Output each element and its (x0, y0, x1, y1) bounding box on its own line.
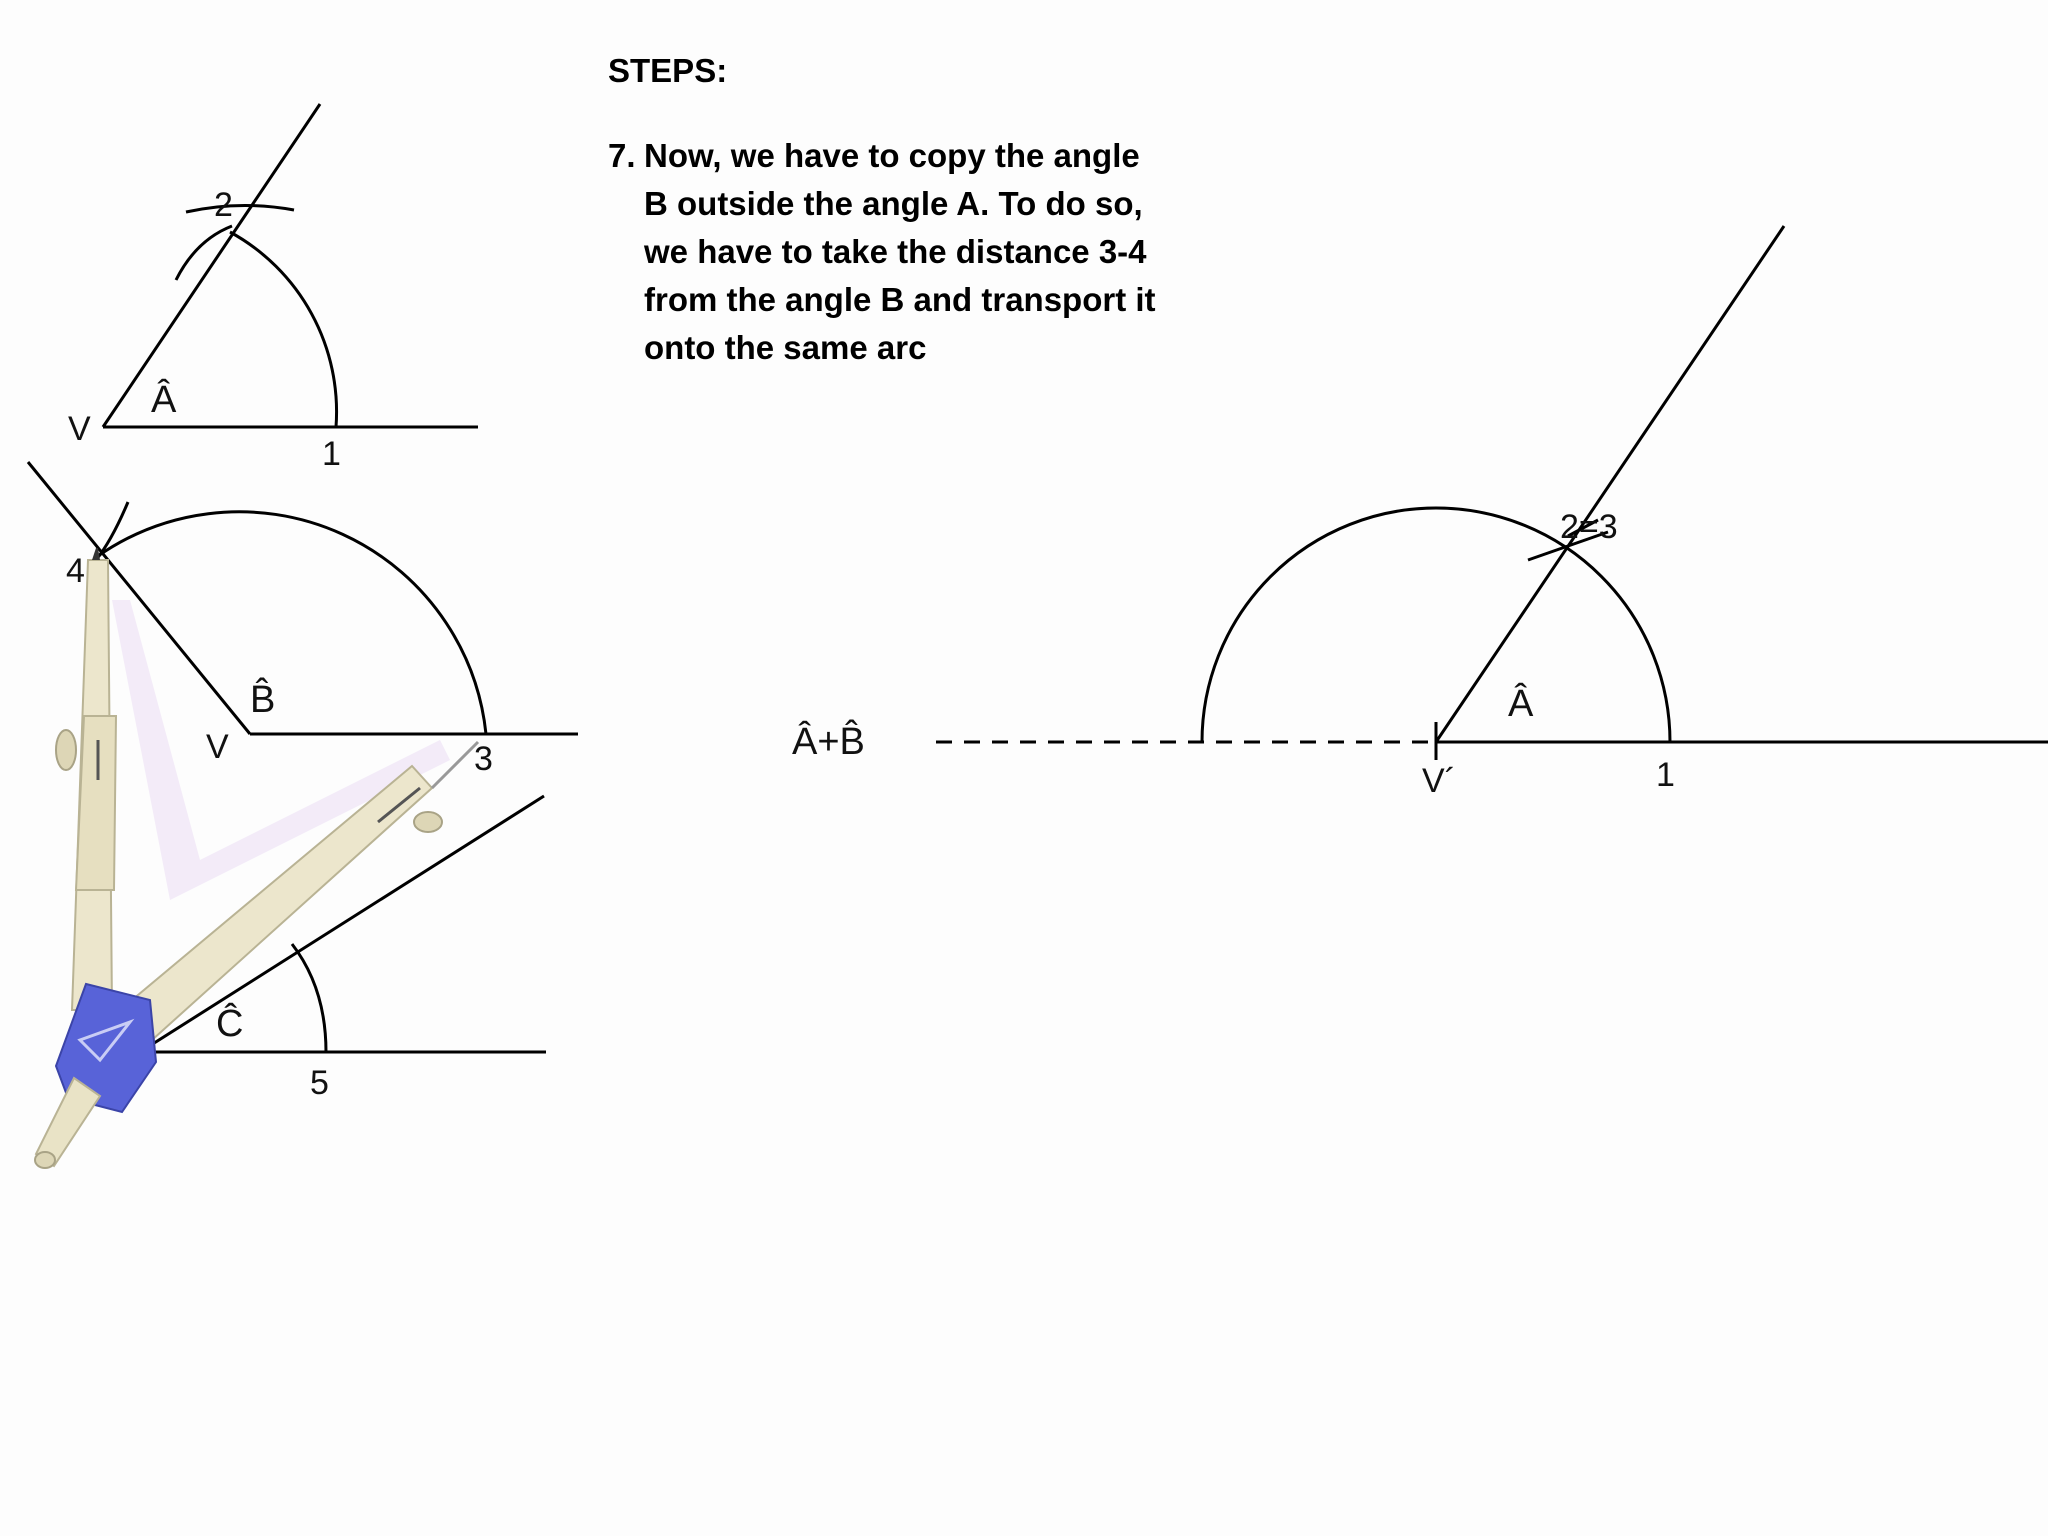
angle-a-point-2-label: 2 (214, 186, 233, 224)
construction-figure (936, 225, 2048, 760)
angle-a-oblique-ray (101, 103, 322, 428)
construction-angle-symbol: Â (1508, 682, 1534, 725)
compass-handle (34, 1076, 102, 1168)
angle-c-symbol: Ĉ (216, 1001, 243, 1045)
figure-angle-b (26, 461, 578, 736)
compass-left-knob (55, 729, 77, 771)
compass-logo-icon (77, 1018, 135, 1063)
construction-arc (1200, 506, 1672, 743)
compass-needle (92, 548, 100, 560)
angle-a-point-1-label: 1 (322, 435, 341, 473)
compass-left-leg-sleeve (74, 715, 118, 891)
compass-right-knob (413, 811, 443, 833)
angle-c-point-5-label: 5 (310, 1064, 329, 1102)
angle-a-arc-mark-lower (174, 224, 233, 281)
compass-shadow (112, 600, 450, 900)
step-number: 7. (608, 137, 636, 174)
step-text: Now, we have to copy the angle B outside… (644, 137, 1156, 366)
construction-oblique-ray (1434, 225, 1786, 743)
angle-b-point-3-label: 3 (474, 740, 493, 778)
compass-right-leg-slot (377, 786, 421, 824)
figure-angle-c (139, 794, 546, 1054)
angle-b-arc (97, 510, 488, 735)
steps-panel: STEPS: 7. Now, we have to copy the angle… (608, 52, 1168, 372)
angle-c-arc (290, 943, 328, 1053)
compass-illustration (34, 548, 480, 1169)
construction-point-2-3-label: 2=3 (1560, 508, 1618, 546)
construction-vertex-label: V´ (1422, 762, 1456, 800)
angle-b-arc-mark (94, 501, 130, 561)
angle-a-vertex-label: V (68, 410, 91, 448)
construction-mark-at-2 (1527, 530, 1609, 562)
angle-a-arc (229, 230, 339, 428)
angle-b-oblique-ray (26, 461, 252, 735)
angle-a-arc-mark-upper (185, 203, 295, 214)
angle-c-oblique-ray (139, 794, 545, 1054)
construction-point-1-label: 1 (1656, 756, 1675, 794)
compass-handle-end (34, 1151, 56, 1169)
step-item: 7. Now, we have to copy the angle B outs… (608, 132, 1168, 372)
steps-title: STEPS: (608, 52, 728, 89)
construction-sum-label: Â+B̂ (792, 719, 865, 763)
figure-angle-a (101, 103, 478, 429)
compass-pencil-lead (430, 740, 480, 790)
angle-a-symbol: Â (151, 378, 177, 421)
construction-mark-at-2-cross (1567, 518, 1599, 538)
angle-b-symbol: B̂ (250, 677, 275, 721)
angle-b-point-4-label: 4 (66, 552, 85, 590)
angle-b-vertex-label: V (206, 728, 229, 766)
